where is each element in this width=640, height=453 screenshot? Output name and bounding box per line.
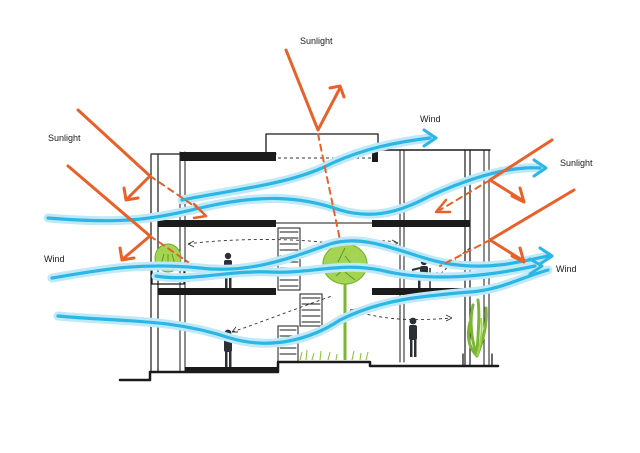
level-2-slab-right [372, 220, 470, 227]
wind-arrowhead-right-mid-icon [528, 257, 544, 276]
wind-flow-mid-icon [50, 239, 550, 280]
ground-line [118, 360, 500, 382]
wind-flow-top-icon [46, 166, 542, 223]
level-1-slab-left [158, 288, 276, 295]
sunlight-ray-right-lower-icon [488, 188, 576, 262]
level-2-slab-left [158, 220, 276, 227]
wind-arrowhead-top-icon [422, 128, 438, 148]
label-wind-left: Wind [44, 254, 65, 264]
wind-flows [43, 128, 554, 348]
planter-plant-right-icon [466, 298, 488, 358]
label-wind-right: Wind [556, 264, 577, 274]
courtyard-grass [299, 349, 369, 361]
level-1-slab-right [372, 288, 470, 295]
wind-flow-upper-icon [180, 136, 432, 202]
roof-slab-left [180, 152, 276, 161]
sunlight-ray-top-icon [284, 48, 342, 132]
courtyard-tree-icon [322, 243, 368, 360]
person-standing-ground-right-icon [409, 317, 417, 357]
label-sunlight-top: Sunlight [300, 36, 333, 46]
skylight-frame [265, 133, 379, 155]
sunlight-ray-left-lower-icon [66, 164, 152, 260]
wind-arrowhead-right-upper-icon [532, 158, 548, 178]
label-wind-top: Wind [420, 114, 441, 124]
stairs-lower [277, 293, 323, 363]
wind-arrowhead-right-low-icon [538, 246, 554, 266]
ground-slab-left [185, 367, 278, 372]
wind-flow-low-icon [56, 268, 550, 345]
diagram-labels: Sunlight Sunlight Sunlight Wind Wind Win… [44, 36, 593, 274]
label-sunlight-left: Sunlight [48, 133, 81, 143]
wind-flow-mid-2-icon [154, 264, 537, 280]
sunlight-rays [66, 48, 576, 267]
planter-box-right [462, 353, 493, 367]
roof-slab-right-cap [372, 144, 378, 162]
label-sunlight-right: Sunlight [560, 158, 593, 168]
